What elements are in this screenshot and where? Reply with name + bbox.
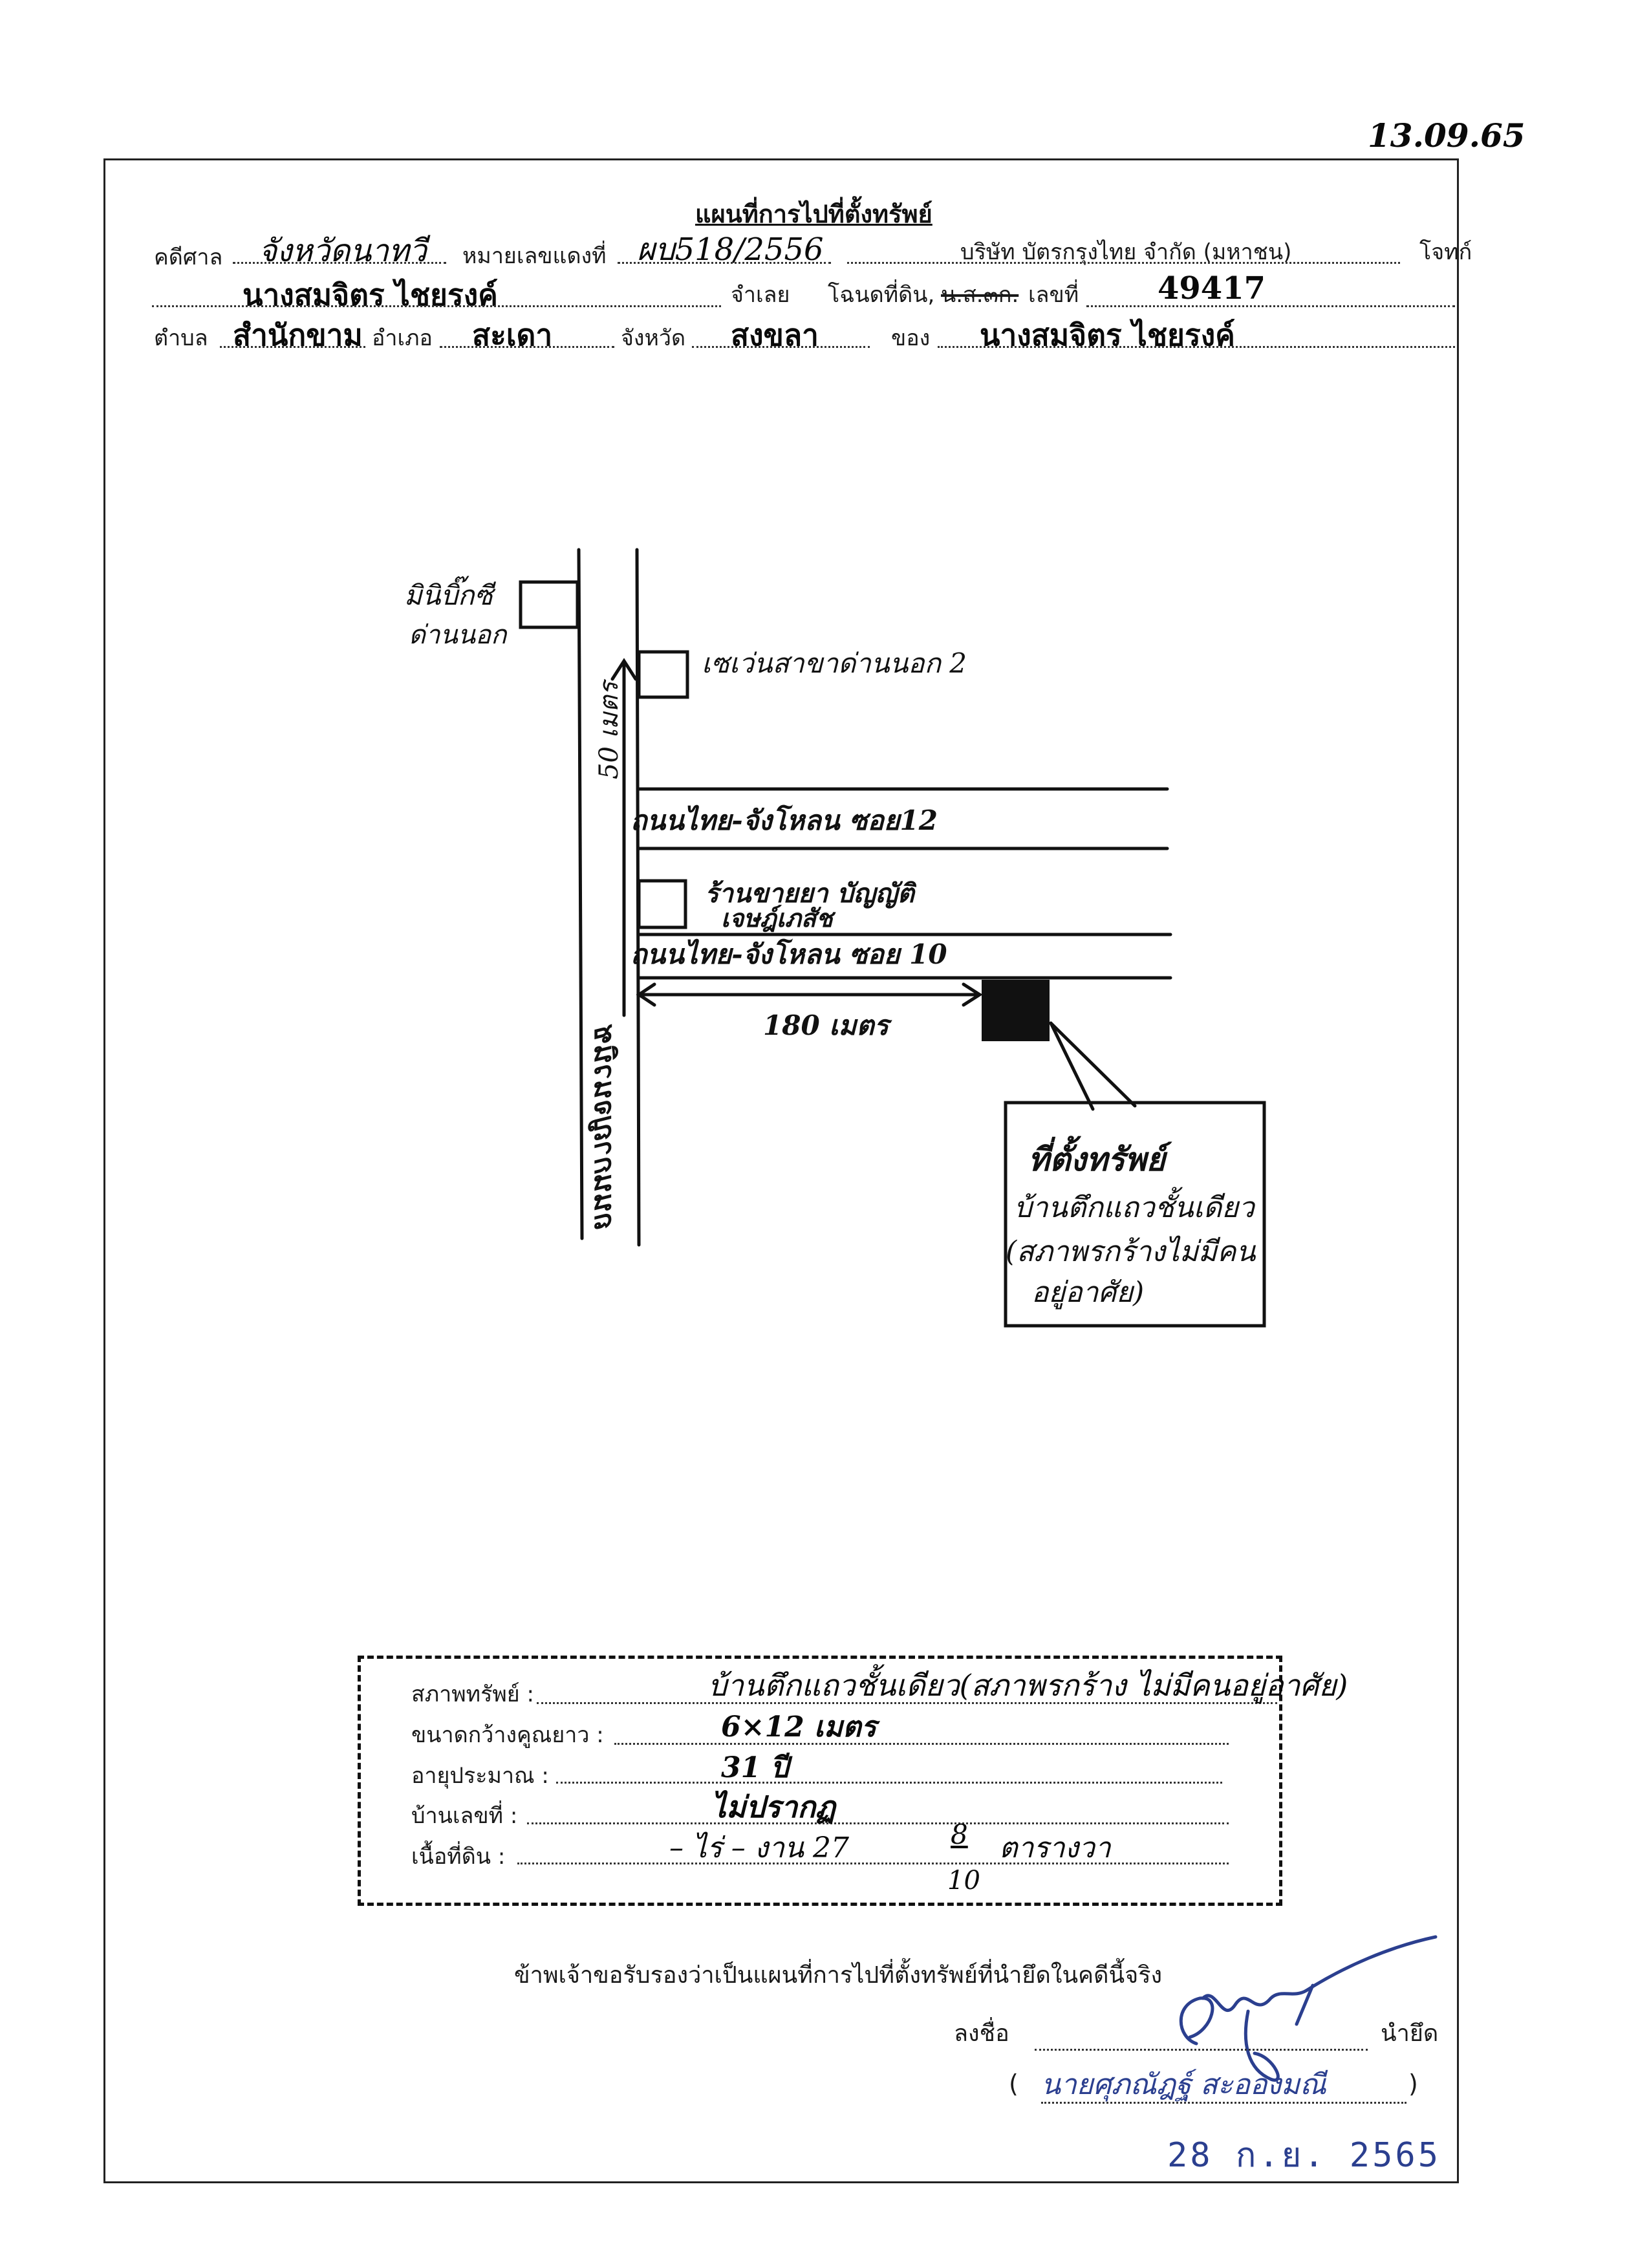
paren-close: ) bbox=[1408, 2069, 1418, 2098]
province-line bbox=[692, 346, 870, 348]
defendant-line bbox=[152, 305, 721, 307]
house-no-value: ไม่ปรากฏ bbox=[711, 1789, 835, 1824]
pharmacy-label-1: ร้านขายยา บัญญัติ bbox=[705, 878, 917, 909]
subdistrict-line bbox=[220, 346, 365, 348]
red-case-value: ผบ518/2556 bbox=[637, 232, 824, 268]
land-line bbox=[517, 1863, 1229, 1864]
document-title: แผนที่การไปที่ตั้งทรัพย์ bbox=[695, 200, 932, 228]
land-fraction-denominator: 10 bbox=[947, 1866, 980, 1895]
plaintiff-name: บริษัท บัตรกรุงไทย จำกัด (มหาชน) bbox=[960, 239, 1292, 265]
court-line bbox=[233, 262, 446, 264]
signature-line bbox=[1035, 2049, 1368, 2051]
house-no-line bbox=[527, 1822, 1229, 1824]
age-line bbox=[556, 1782, 1222, 1784]
size-line bbox=[614, 1743, 1229, 1745]
seven-eleven-label: เซเว่นสาขาด่านนอก 2 bbox=[702, 647, 967, 679]
deed-struck: น.ส.๓ก. bbox=[941, 282, 1019, 308]
plaintiff-label: โจทก์ bbox=[1419, 239, 1472, 265]
minimart-label-2: ด่านนอก bbox=[409, 620, 508, 650]
subdistrict-label: ตำบล bbox=[154, 325, 208, 351]
certification-statement: ข้าพเจ้าขอรับรองว่าเป็นแผนที่การไปที่ตั้… bbox=[514, 1962, 1163, 1989]
location-map: มินิบิ๊กซี ด่านนอก เซเว่นสาขาด่านนอก 2 ถ… bbox=[404, 548, 1266, 1328]
signer-name: นายศุภณัฎฐ์ สะอองมณี bbox=[1041, 2068, 1326, 2101]
land-unit: ตารางวา bbox=[999, 1831, 1111, 1864]
district-label: อำเภอ bbox=[372, 325, 433, 351]
date-stamp: 28 ก.ย. 2565 bbox=[1167, 2136, 1441, 2175]
defendant-label: จำเลย bbox=[731, 282, 790, 308]
road-soi10-label: ถนนไทย-จังโหลน ซอย 10 bbox=[630, 938, 947, 970]
red-case-line bbox=[618, 262, 831, 264]
minimart-label-1: มินิบิ๊กซี bbox=[404, 576, 497, 611]
condition-line bbox=[537, 1702, 1277, 1704]
deed-label: โฉนดที่ดิน, bbox=[828, 282, 935, 308]
deed-no-label: เลขที่ bbox=[1028, 282, 1079, 308]
land-fraction-numerator: 8 bbox=[951, 1819, 968, 1850]
land-label: เนื้อที่ดิน : bbox=[411, 1844, 506, 1870]
house-no-label: บ้านเลขที่ : bbox=[411, 1803, 518, 1829]
deed-no-value: 49417 bbox=[1158, 270, 1266, 307]
callout-line-3: อยู่อาศัย) bbox=[1031, 1276, 1144, 1310]
age-value: 31 ปี bbox=[721, 1751, 789, 1784]
role-label: นำยึด bbox=[1381, 2020, 1439, 2047]
owner-label: ของ bbox=[891, 325, 931, 351]
pharmacy-label-2: เจษฎ์เภสัช bbox=[721, 903, 836, 933]
size-value: 6×12 เมตร bbox=[721, 1711, 877, 1744]
condition-label: สภาพทรัพย์ : bbox=[411, 1681, 534, 1707]
condition-value: บ้านตึกแถวชั้นเดียว(สภาพรกร้าง ไม่มีคนอย… bbox=[708, 1668, 1348, 1703]
callout-line-2: (สภาพรกร้างไม่มีคน bbox=[1006, 1235, 1256, 1268]
land-value: – ไร่ – งาน 27 bbox=[669, 1831, 849, 1864]
callout-line-1: บ้านตึกแถวชั้นเดียว bbox=[1014, 1187, 1256, 1224]
sign-label: ลงชื่อ bbox=[954, 2020, 1009, 2047]
property-details-box bbox=[358, 1656, 1282, 1906]
owner-line bbox=[938, 346, 1455, 348]
size-label: ขนาดกว้างคูณยาว : bbox=[411, 1722, 604, 1748]
red-case-label: หมายเลขแดงที่ bbox=[462, 243, 607, 269]
property-marker bbox=[982, 980, 1050, 1041]
district-line bbox=[440, 346, 614, 348]
distance-soi-label: 180 เมตร bbox=[763, 1010, 893, 1041]
distance-main-label: 50 เมตร bbox=[594, 678, 624, 779]
province-label: จังหวัด bbox=[621, 325, 686, 351]
age-label: อายุประมาณ : bbox=[411, 1763, 549, 1789]
court-label: คดีศาล bbox=[154, 244, 223, 270]
main-road-label: ถนนกาญจนวนิช bbox=[588, 1024, 621, 1232]
deed-no-line bbox=[1086, 305, 1455, 307]
road-soi12-label: ถนนไทย-จังโหลน ซอย12 bbox=[630, 805, 938, 836]
signer-name-line bbox=[1041, 2102, 1406, 2104]
callout-title: ที่ตั้งทรัพย์ bbox=[1028, 1136, 1172, 1178]
plaintiff-line bbox=[847, 262, 1400, 264]
document-frame bbox=[103, 158, 1459, 2183]
page-date-stamp: 13.09.65 bbox=[1368, 116, 1525, 155]
signature bbox=[1179, 1935, 1438, 2082]
paren-open: ( bbox=[1009, 2069, 1018, 2098]
